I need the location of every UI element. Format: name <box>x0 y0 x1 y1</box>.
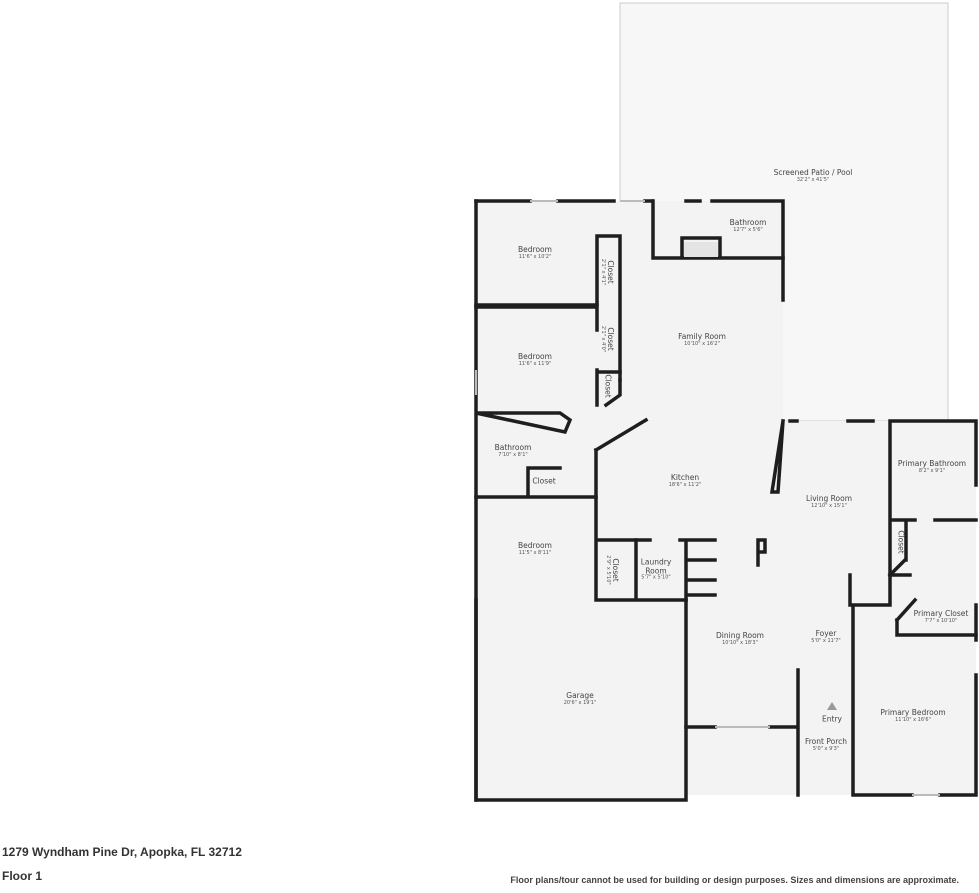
entry-arrow-icon <box>827 702 837 710</box>
room-closet-5: Closet <box>896 530 906 554</box>
floor-label: Floor 1 <box>2 869 43 883</box>
stairs <box>684 242 718 257</box>
disclaimer: Floor plans/tour cannot be used for buil… <box>510 875 959 885</box>
entry-label: Entry <box>822 714 842 724</box>
windows <box>475 200 940 796</box>
walls <box>474 199 978 802</box>
room-closet-3: Closet <box>603 374 613 398</box>
house-floor <box>476 201 976 800</box>
property-address: 1279 Wyndham Pine Dr, Apopka, FL 32712 <box>2 845 242 859</box>
room-fills <box>476 2 976 800</box>
room-bathroom-closet: Closet <box>532 476 556 486</box>
